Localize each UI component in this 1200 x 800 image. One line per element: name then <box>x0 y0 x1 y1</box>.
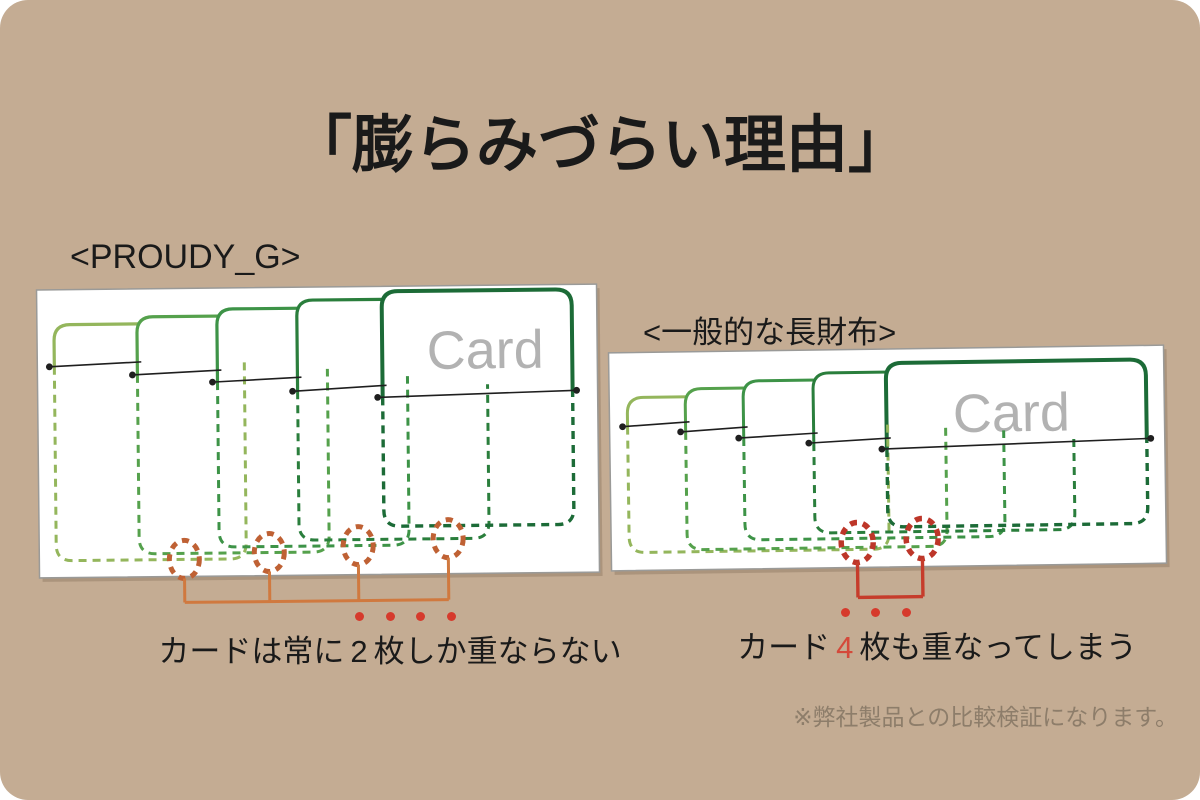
left-diagram: Card <box>35 283 603 604</box>
right-section-label: <一般的な長財布> <box>643 315 897 350</box>
pocket-hidden-outlines <box>52 360 576 563</box>
overlap-bracket <box>855 558 925 600</box>
pocket-edge-lines <box>49 361 577 399</box>
caption-pre: カードは常に <box>158 634 345 669</box>
caption-pre: カード <box>737 630 831 665</box>
card-5-front: Card <box>379 287 575 527</box>
overlap-bracket <box>183 557 451 604</box>
page-title: 「膨らみづらい理由」 <box>289 111 910 180</box>
right-diagram: Card <box>607 344 1170 600</box>
pocket-edge-dots <box>45 363 581 401</box>
pocket-edge-dots <box>619 423 1155 453</box>
caption-emph-rest: 枚しか <box>373 634 467 669</box>
card-text: Card <box>952 382 1070 444</box>
caption-count: 2 <box>350 634 368 669</box>
caption-count: 4 <box>836 630 854 665</box>
left-section-label: <PROUDY_G> <box>70 238 301 276</box>
caption-post: 重ならない <box>466 634 622 669</box>
pocket-edge-lines <box>622 420 1151 450</box>
card-text: Card <box>426 320 544 381</box>
footnote: ※弊社製品との比較検証になります。 <box>793 704 1178 730</box>
caption-post: 重なってしまう <box>921 630 1137 665</box>
caption-emph-rest: 枚も <box>859 630 922 665</box>
